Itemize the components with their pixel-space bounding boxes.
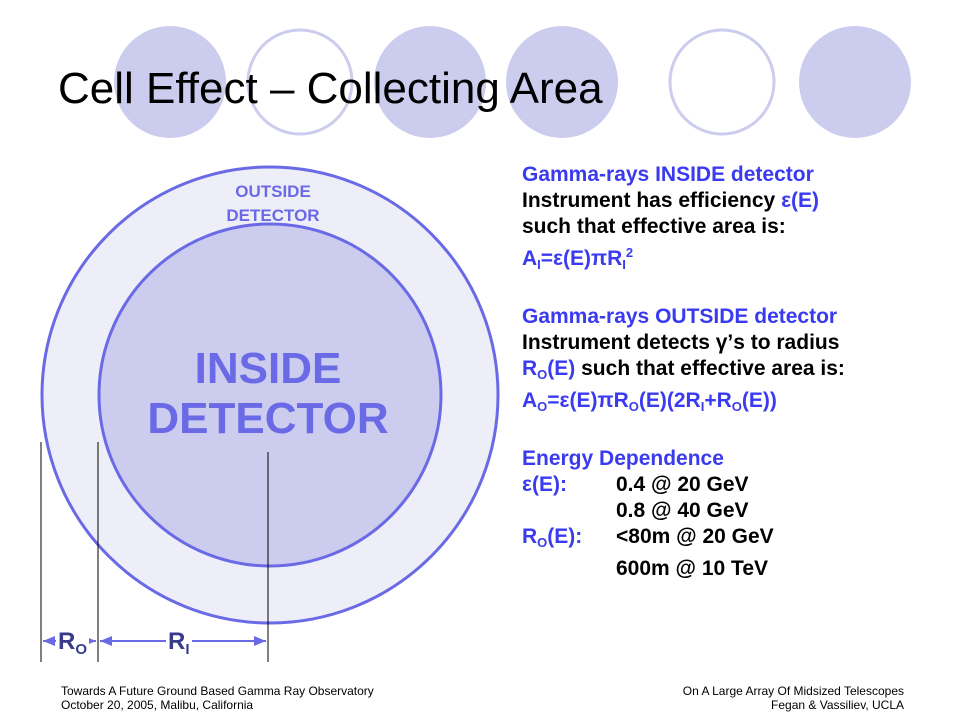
energy-row: RO(E):<80m @ 20 GeV <box>522 524 942 556</box>
formula-part: +R <box>704 389 732 412</box>
ri-label-sub: I <box>185 641 190 658</box>
energy-row: 600m @ 10 TeV <box>522 556 942 582</box>
inside-label-line: DETECTOR <box>147 394 389 443</box>
formula-part: A <box>522 247 538 270</box>
outside-e: (E) <box>547 357 576 380</box>
formula-part: =ε(E)πR <box>547 389 629 412</box>
formula-sup: 2 <box>625 245 634 260</box>
footer-right-line: On A Large Array Of Midsized Telescopes <box>682 684 904 698</box>
footer-left: Towards A Future Ground Based Gamma Ray … <box>61 684 374 712</box>
outside-line-2: RO(E) such that effective area is: <box>522 356 942 388</box>
ro-label-base: R <box>58 628 76 655</box>
formula-sub: O <box>537 399 548 414</box>
ro-energy-rest: (E): <box>547 525 583 548</box>
ro-energy-sub: O <box>537 535 548 550</box>
inside-line-1-text: Instrument has efficiency <box>522 189 782 212</box>
energy-heading: Energy Dependence <box>522 447 724 470</box>
energy-block: Energy Dependence ε(E): 0.4 @ 20 GeV 0.8 … <box>522 446 942 582</box>
footer-right: On A Large Array Of Midsized Telescopes … <box>683 684 904 712</box>
deco-circle-4 <box>506 26 618 138</box>
outside-detector-label: OUTSIDE DETECTOR <box>198 180 348 228</box>
outside-r: R <box>522 357 538 380</box>
outside-heading: Gamma-rays OUTSIDE detector <box>522 305 838 328</box>
formula-part: A <box>522 389 538 412</box>
deco-circle-2 <box>246 28 354 136</box>
ri-arrowhead-right <box>254 636 266 646</box>
spacer <box>522 556 616 582</box>
footer-left-line: October 20, 2005, Malibu, California <box>61 698 254 712</box>
outside-label-line: OUTSIDE <box>235 182 311 201</box>
inside-formula: AI=ε(E)πRI2 <box>522 240 942 278</box>
outside-formula: AO=ε(E)πRO(E)(2RI+RO(E)) <box>522 388 942 420</box>
formula-part: (E)) <box>741 389 777 412</box>
ri-label-base: R <box>168 628 186 655</box>
outside-r-sub: O <box>537 367 548 382</box>
inside-label-line: INSIDE <box>194 344 342 393</box>
ri-arrowhead-left <box>100 636 112 646</box>
slide-title: Cell Effect – Collecting Area <box>58 64 603 113</box>
eps-value: 0.8 @ 40 GeV <box>616 499 749 522</box>
footer-right-line: Fegan & Vassiliev, UCLA <box>771 698 904 712</box>
text-panel: Gamma-rays INSIDE detector Instrument ha… <box>522 162 942 608</box>
formula-part: =ε(E)πR <box>540 247 623 270</box>
inside-heading: Gamma-rays INSIDE detector <box>522 163 814 186</box>
ro-energy-label: RO(E): <box>522 524 616 556</box>
formula-sub: O <box>628 399 639 414</box>
spacer <box>522 498 616 524</box>
deco-circle-1 <box>114 26 226 138</box>
ro-value: 600m @ 10 TeV <box>616 557 769 580</box>
inside-detector-label: INSIDE DETECTOR <box>118 344 418 444</box>
outside-label-line: DETECTOR <box>226 206 320 225</box>
formula-sub: O <box>731 399 742 414</box>
inside-line-1: Instrument has efficiency ε(E) <box>522 188 942 214</box>
deco-circle-6 <box>799 26 911 138</box>
ro-label: RO <box>56 628 90 664</box>
ro-value: <80m @ 20 GeV <box>616 525 774 548</box>
outside-block: Gamma-rays OUTSIDE detector Instrument d… <box>522 304 942 420</box>
footer-left-line: Towards A Future Ground Based Gamma Ray … <box>61 684 374 698</box>
inside-block: Gamma-rays INSIDE detector Instrument ha… <box>522 162 942 278</box>
inside-line-1-eps: ε(E) <box>781 189 820 212</box>
ri-label: RI <box>166 628 192 664</box>
energy-row: ε(E): 0.4 @ 20 GeV <box>522 472 942 498</box>
ro-arrowhead-left <box>43 636 55 646</box>
inside-line-2: such that effective area is: <box>522 215 786 238</box>
eps-value: 0.4 @ 20 GeV <box>616 473 749 496</box>
deco-circle-5 <box>668 28 776 136</box>
ro-energy-base: R <box>522 525 538 548</box>
formula-sub: I <box>537 257 541 272</box>
outside-line-2-rest: such that effective area is: <box>575 357 845 380</box>
formula-sub: I <box>700 399 705 414</box>
eps-label: ε(E): <box>522 473 567 496</box>
deco-circle-3 <box>374 26 486 138</box>
outside-line-1: Instrument detects γ’s to radius <box>522 331 840 354</box>
formula-sub: I <box>622 257 626 272</box>
energy-row: 0.8 @ 40 GeV <box>522 498 942 524</box>
inside-detector-circle <box>97 222 443 568</box>
ro-label-sub: O <box>75 641 88 658</box>
formula-part: (E)(2R <box>638 389 701 412</box>
